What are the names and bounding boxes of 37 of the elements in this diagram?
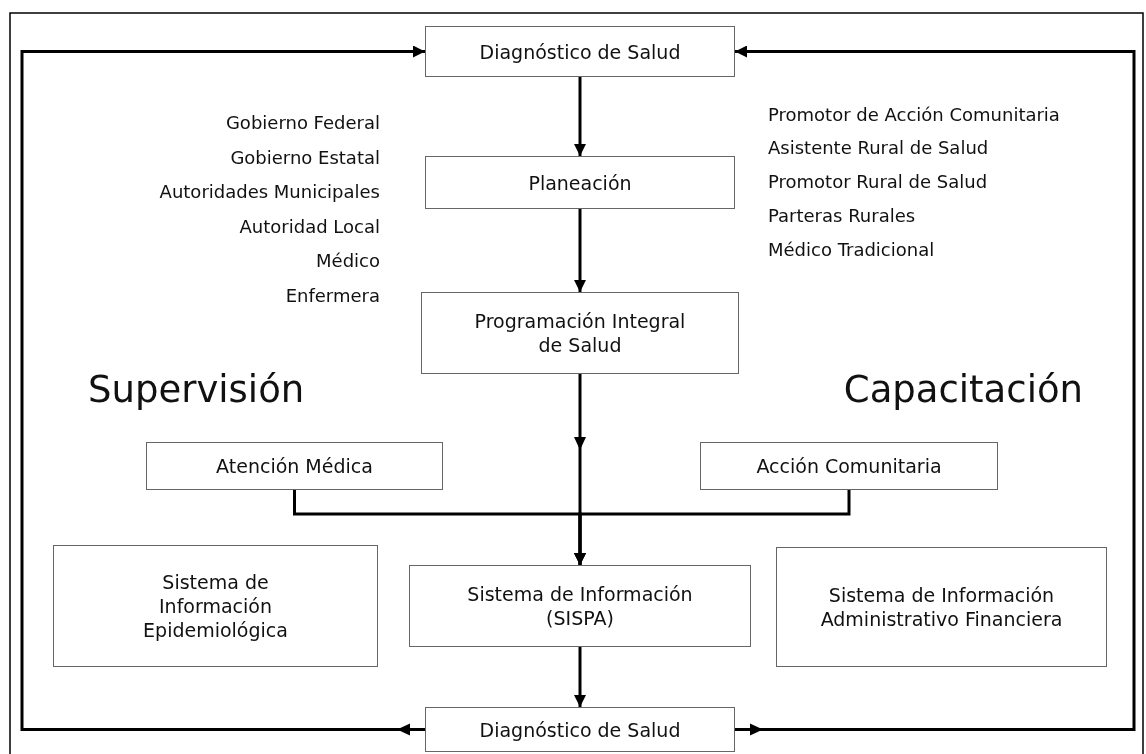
process-box [53,545,378,667]
arrow [574,490,851,565]
process-box [421,292,739,374]
section-heading: Capacitación [843,368,1083,412]
process-box [409,565,751,647]
process-box [700,442,998,490]
role-label: Gobierno Federal [225,112,380,134]
arrow [574,647,586,707]
role-label: Médico [316,250,380,272]
process-box [776,547,1107,667]
process-box [425,156,735,209]
role-label: Enfermera [285,285,380,307]
role-label: Médico Tradicional [768,239,935,261]
process-box [146,442,443,490]
arrow [735,45,1136,736]
box-label: Planeación [528,170,632,195]
box-label: Sistema de Información Administrativo Financiera [819,583,1064,631]
arrow [20,45,425,736]
section-heading: Supervisión [88,368,305,412]
box-label: Atención Médica [216,454,373,478]
box-label: Acción Comunitaria [756,454,942,478]
role-label: Autoridades Municipales [159,181,380,203]
box-label: Sistema de Información Epidemiológica [142,570,289,642]
box-label: Programación Integral de Salud [473,309,687,357]
process-box [425,26,735,77]
role-label: Gobierno Estatal [230,147,380,169]
role-label: Promotor Rural de Salud [768,171,988,193]
role-label: Promotor de Acción Comunitaria [768,104,1060,126]
box-label: Sistema de Información (SISPA) [466,582,694,630]
box-label: Diagnóstico de Salud [479,39,681,64]
process-box [425,707,735,752]
box-label: Diagnóstico de Salud [479,717,681,742]
arrow [574,209,586,292]
role-label: Asistente Rural de Salud [768,137,989,159]
role-label: Autoridad Local [239,216,380,238]
role-label: Parteras Rurales [768,205,916,227]
arrow [574,77,586,156]
